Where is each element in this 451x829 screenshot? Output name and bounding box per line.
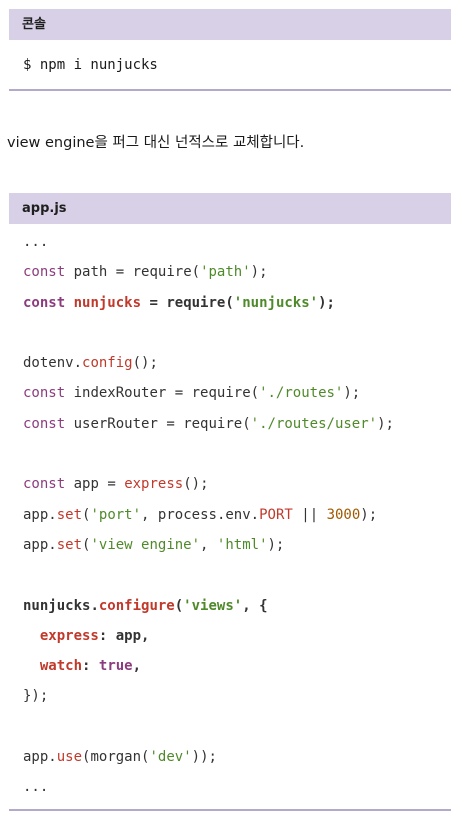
- code-line: nunjucks.configure('views', {: [23, 597, 268, 614]
- code-line: app.use(morgan('dev'));: [23, 749, 217, 766]
- code-line: const userRouter = require('./routes/use…: [23, 415, 394, 432]
- code-block: ... const path = require('path'); const nu…: [9, 224, 451, 809]
- console-panel: 콘솔 $ npm i nunjucks: [9, 9, 451, 91]
- code-line: watch: true,: [39, 658, 142, 675]
- code-line: [23, 712, 451, 742]
- code-line: [23, 439, 451, 469]
- code-line: [23, 560, 451, 590]
- code-line: app.set('view engine', 'html');: [23, 536, 285, 553]
- code-line: ...: [23, 779, 49, 796]
- code-line: express: app,: [39, 627, 150, 644]
- code-line: app.set('port', process.env.PORT || 3000…: [23, 506, 378, 523]
- code-line: const app = express();: [23, 476, 209, 493]
- code-line: [23, 318, 451, 348]
- code-line: const indexRouter = require('./routes');: [23, 385, 361, 402]
- console-command: $ npm i nunjucks: [23, 56, 158, 73]
- code-line: ...: [23, 234, 49, 250]
- code-line: dotenv.config();: [23, 355, 158, 372]
- app-js-panel: app.js ... const path = require('path'); c…: [9, 193, 451, 811]
- code-line: const nunjucks = require('nunjucks');: [23, 294, 335, 311]
- app-js-panel-divider: [9, 808, 451, 811]
- code-line: });: [23, 688, 49, 705]
- console-panel-title: 콘솔: [9, 9, 451, 40]
- app-js-panel-title: app.js: [9, 193, 451, 224]
- instruction-text: view engine을 퍼그 대신 넌적스로 교체합니다.: [7, 135, 305, 151]
- code-line: const path = require('path');: [23, 264, 268, 281]
- console-panel-divider: [9, 89, 451, 91]
